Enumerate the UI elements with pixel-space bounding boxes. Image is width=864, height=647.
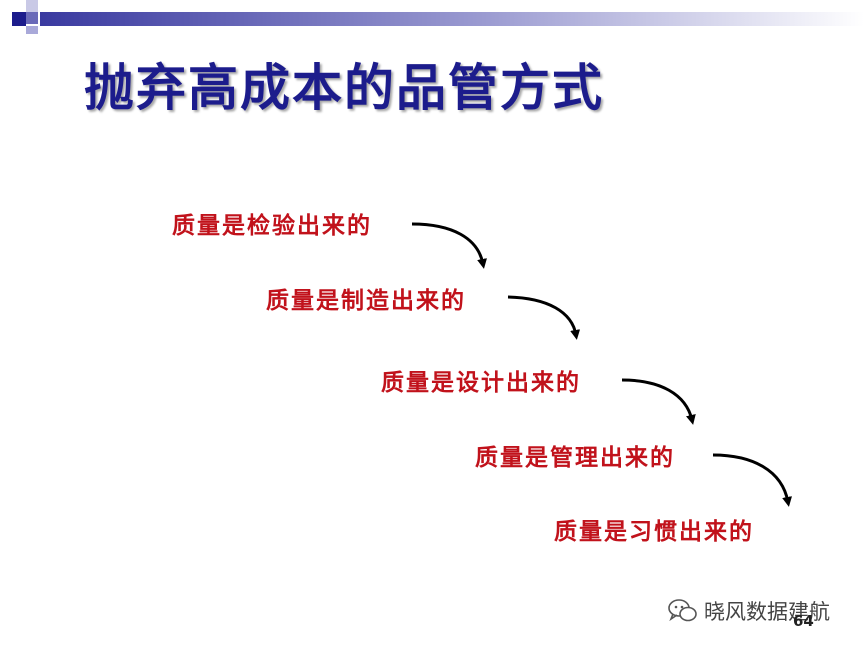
wechat-icon (668, 599, 697, 622)
curved-arrow-icon (621, 378, 696, 425)
header-decoration (12, 0, 864, 34)
curved-arrow-icon (507, 295, 581, 340)
slide-title: 抛弃高成本的品管方式 (84, 59, 604, 117)
curved-arrow-icon (712, 453, 792, 507)
step-2-text: 质量是制造出来的 (266, 287, 466, 314)
curved-arrow-icon (411, 222, 487, 269)
watermark-text: 晓风数据建航 (704, 600, 830, 624)
step-5-text: 质量是习惯出来的 (554, 518, 754, 545)
watermark: 晓风数据建航 (668, 596, 830, 626)
step-4-text: 质量是管理出来的 (475, 444, 675, 471)
step-3-text: 质量是设计出来的 (381, 369, 581, 396)
step-1-text: 质量是检验出来的 (172, 212, 372, 239)
page-number: 64 (793, 612, 814, 630)
